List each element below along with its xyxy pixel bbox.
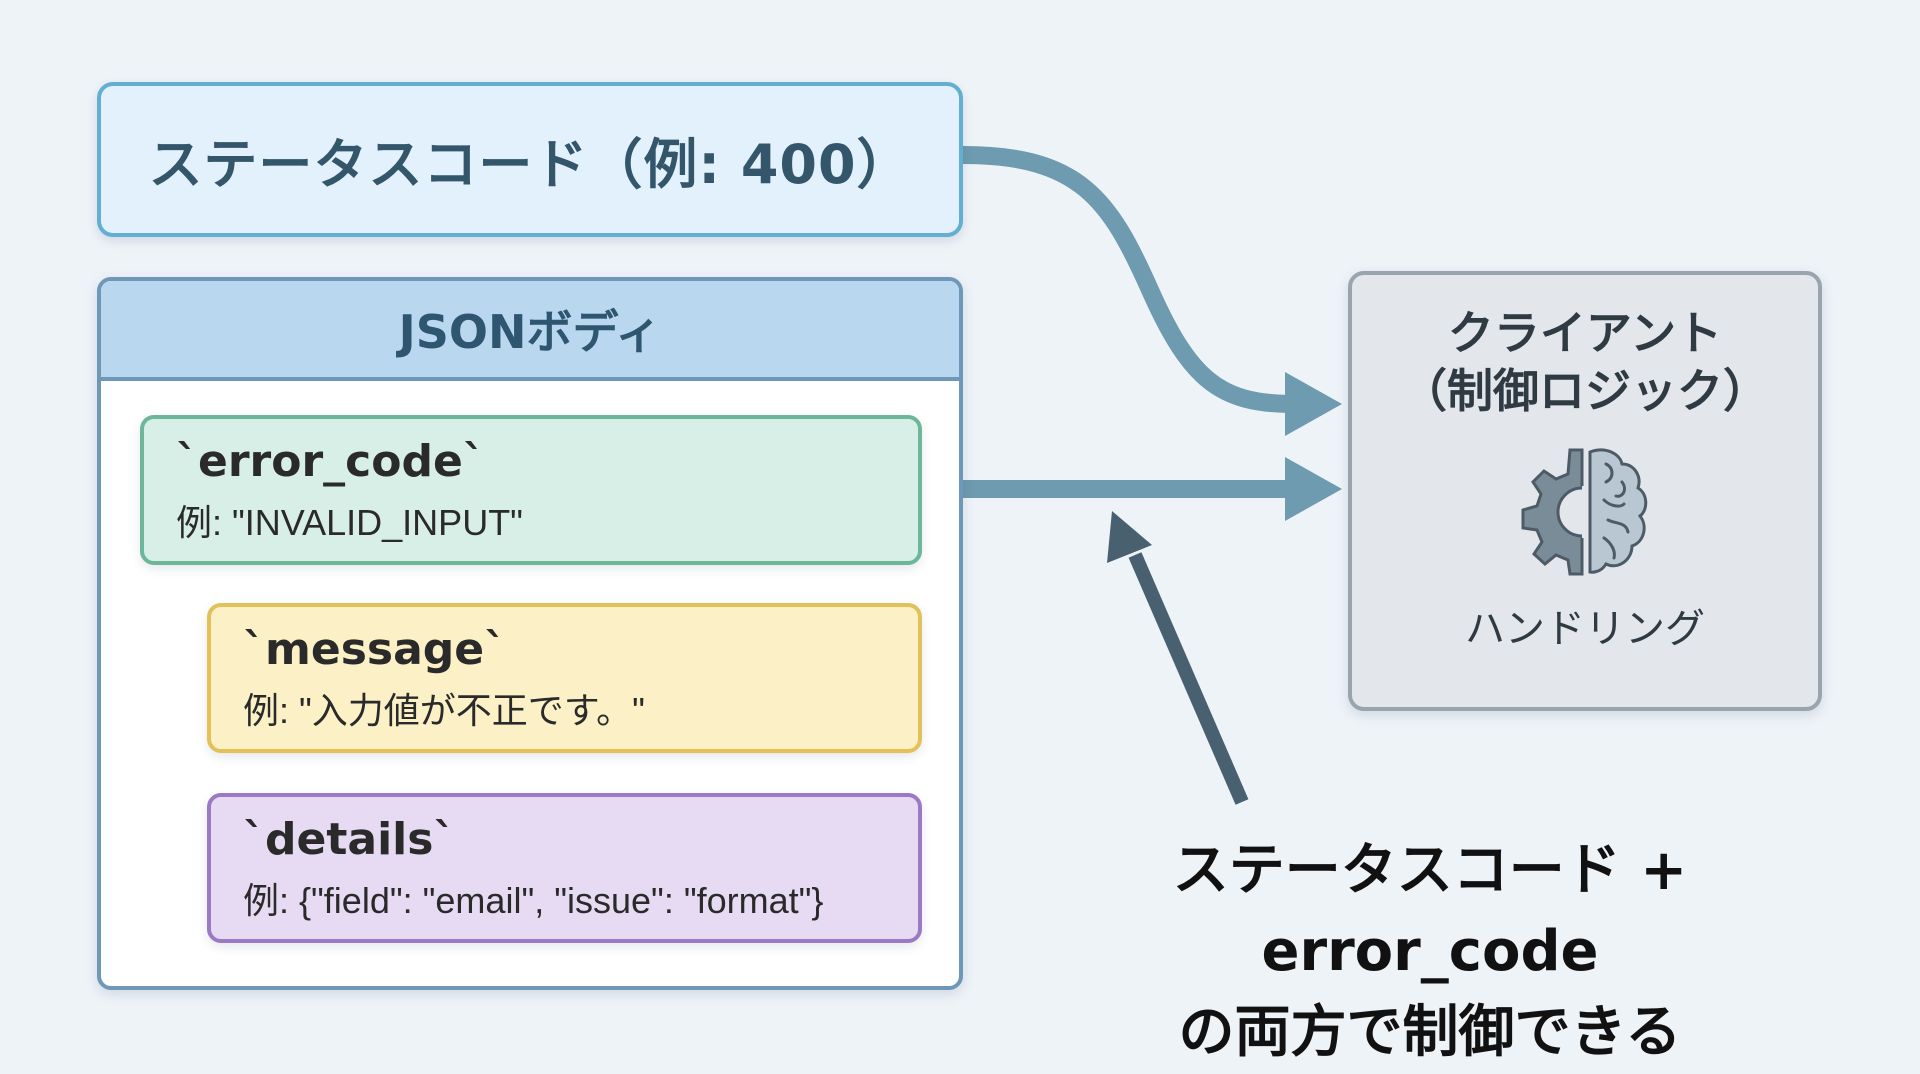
field-message: `message` 例: "入力値が不正です。" xyxy=(207,603,922,753)
field-example: 例: "入力値が不正です。" xyxy=(243,689,645,731)
conclusion-arrow xyxy=(1128,552,1249,805)
field-example: 例: {"field": "email", "issue": "format"} xyxy=(243,879,824,921)
client-title-line1: クライアント xyxy=(1447,306,1723,360)
field-example: 例: "INVALID_INPUT" xyxy=(176,501,523,543)
json-body-title: JSONボディ xyxy=(398,305,662,359)
conclusion-line1: ステータスコード + error_code xyxy=(1172,838,1688,985)
client-subtitle: ハンドリング xyxy=(1465,606,1705,652)
field-details: `details` 例: {"field": "email", "issue":… xyxy=(207,793,922,943)
conclusion-text: ステータスコード + error_code の両方で制御できる xyxy=(1010,830,1850,1074)
conclusion-line2: の両方で制御できる xyxy=(1178,1000,1682,1066)
arrowhead-conclusion xyxy=(1107,511,1152,563)
client-title-line2: （制御ロジック） xyxy=(1401,363,1769,418)
field-name: `error_code` xyxy=(176,436,485,487)
json-body-header: JSONボディ xyxy=(101,281,959,381)
arrowhead-status xyxy=(1285,372,1342,436)
field-error-code: `error_code` 例: "INVALID_INPUT" xyxy=(140,415,922,565)
client-title: クライアント （制御ロジック） xyxy=(1352,305,1818,420)
field-name: `details` xyxy=(243,814,456,865)
status-code-box: ステータスコード（例: 400） xyxy=(97,82,963,237)
arrowhead-error-code xyxy=(1285,457,1342,521)
field-name: `message` xyxy=(243,624,507,675)
status-code-label: ステータスコード（例: 400） xyxy=(148,133,912,196)
gear-brain-icon xyxy=(1510,442,1660,582)
status-to-client-arrow xyxy=(962,146,1291,413)
client-box: クライアント （制御ロジック） ハンドリング xyxy=(1348,271,1822,711)
